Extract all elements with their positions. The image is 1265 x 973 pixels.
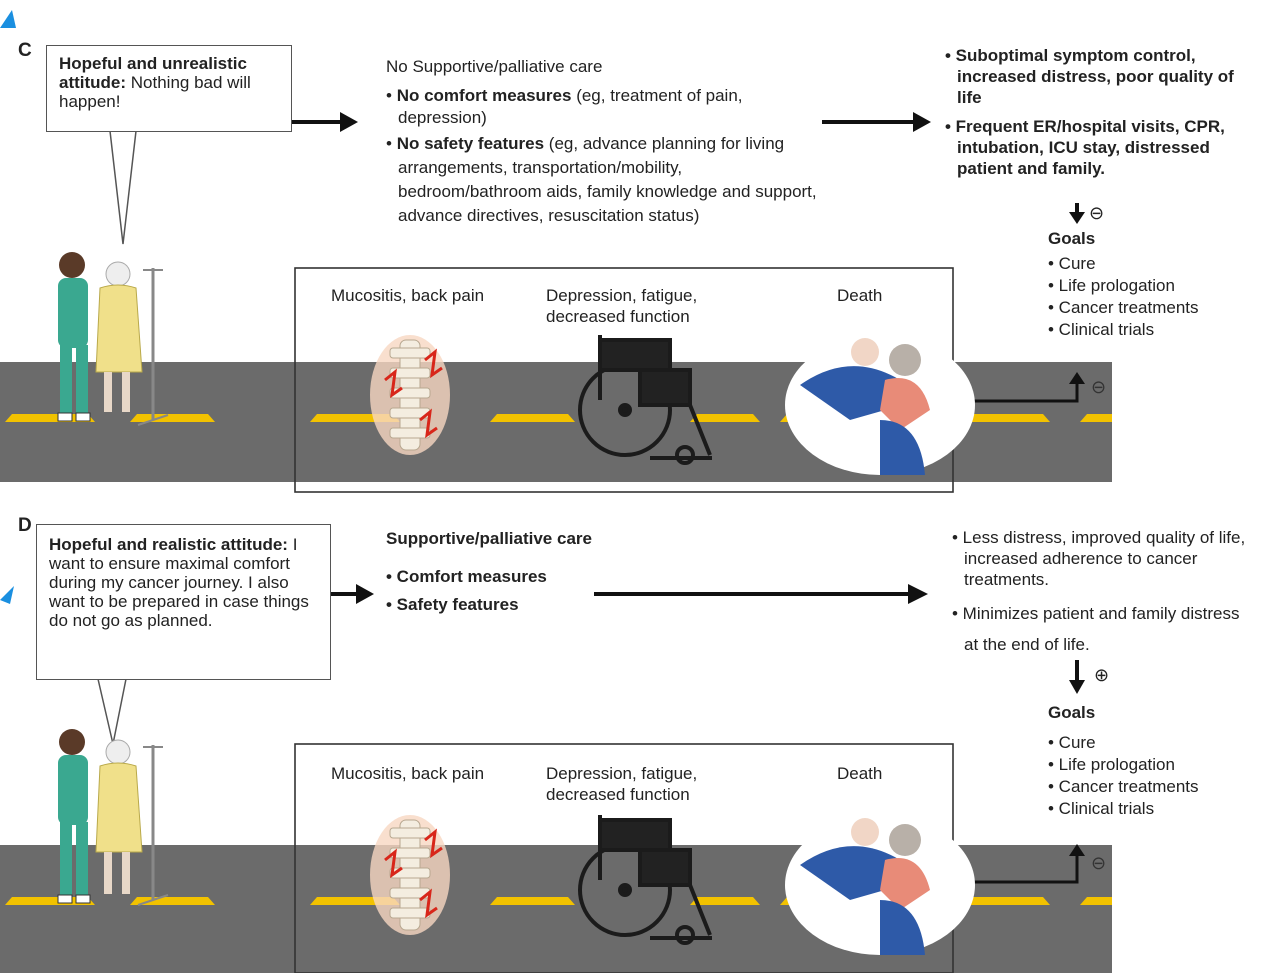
road-label-c-2: Depression, fatigue, decreased function (546, 286, 698, 326)
care-item-c-1: • No comfort measures (eg, treatment of … (386, 86, 743, 127)
care-item-d-1: • Comfort measures (386, 567, 547, 586)
goals-c: Goals • Cure • Life prologation • Cancer… (1048, 228, 1199, 341)
deathbed-scene-d (785, 815, 975, 955)
care-item-d-2: • Safety features (386, 595, 519, 614)
attitude-bold-d: Hopeful and realistic attitude: (49, 535, 288, 554)
panel-d-letter: D (18, 515, 32, 536)
accent-mark-top (0, 10, 16, 28)
attitude-bubble-d: Hopeful and realistic attitude: I want t… (36, 524, 331, 680)
care-item-c-2-text: (eg, advance planning for living arrange… (398, 134, 817, 225)
outcome-d-2: • Minimizes patient and family distress … (952, 604, 1240, 654)
care-item-c-1-text: (eg, treatment of pain, depression) (398, 86, 743, 127)
attitude-text-d: I want to ensure maximal comfort during … (49, 535, 309, 630)
care-title-d: Supportive/palliative care (386, 529, 592, 548)
road-label-d-3: Death (837, 764, 883, 783)
road-label-c-3: Death (837, 286, 883, 305)
panel-c-letter: C (18, 40, 32, 61)
goal-c-1: • Cure (1048, 254, 1096, 273)
goal-d-1: • Cure (1048, 733, 1096, 752)
care-item-c-1-bold: No comfort measures (396, 86, 572, 105)
attitude-bold-c: Hopeful and unrealistic attitude: (59, 54, 247, 92)
bubble-c-tail (109, 130, 137, 245)
spine-pain-c (370, 335, 450, 455)
care-block-c: No Supportive/palliative care • No comfo… (386, 55, 826, 228)
care-item-c-2-bold: No safety features (396, 134, 545, 153)
goal-sign-d: ⊕ (1094, 665, 1110, 685)
accent-mark-bottom (0, 586, 14, 604)
wheelchair-c (578, 335, 712, 465)
road-exit-arrow-d (953, 852, 1079, 884)
outcomes-c: • Suboptimal symptom control, increased … (945, 45, 1255, 187)
goal-d-4: • Clinical trials (1048, 799, 1155, 818)
goal-c-4: • Clinical trials (1048, 320, 1155, 339)
road-label-c-1: Mucositis, back pain (331, 286, 485, 305)
wheelchair-d (578, 815, 712, 945)
care-item-c-2: • No safety features (eg, advance planni… (386, 134, 817, 225)
caregiver-patient-d (57, 729, 169, 906)
goal-c-3: • Cancer treatments (1048, 298, 1199, 317)
road-label-d-1: Mucositis, back pain (331, 764, 485, 783)
goal-d-3: • Cancer treatments (1048, 777, 1199, 796)
deathbed-scene-c (785, 335, 975, 475)
road-label-d-2: Depression, fatigue, decreased function (546, 764, 698, 804)
goals-d: Goals • Cure • Life prologation • Cancer… (1048, 702, 1199, 820)
goal-c-2: • Life prologation (1048, 276, 1175, 295)
spine-pain-d (370, 815, 450, 935)
care-block-d: Supportive/palliative care • Comfort mea… (386, 527, 606, 617)
outcome-c-1: • Suboptimal symptom control, increased … (945, 46, 1234, 107)
road-sign-d: ⊖ (1091, 853, 1107, 873)
goal-d-2: • Life prologation (1048, 755, 1175, 774)
outcome-d-1: • Less distress, improved quality of lif… (952, 528, 1246, 589)
road-exit-arrow-c (953, 380, 1079, 403)
attitude-text-c: Nothing bad will happen! (59, 73, 251, 111)
outcome-c-2: • Frequent ER/hospital visits, CPR, intu… (945, 117, 1225, 178)
goal-sign-c: ⊖ (1089, 203, 1105, 223)
road-sign-c: ⊖ (1091, 377, 1107, 397)
care-title-c: No Supportive/palliative care (386, 57, 603, 76)
bubble-d-tail (97, 678, 127, 745)
attitude-bubble-c: Hopeful and unrealistic attitude: Nothin… (46, 45, 292, 132)
outcomes-d: • Less distress, improved quality of lif… (952, 527, 1252, 668)
goals-title-c: Goals (1048, 229, 1096, 248)
caregiver-patient-c (57, 252, 169, 426)
goals-title-d: Goals (1048, 703, 1096, 722)
